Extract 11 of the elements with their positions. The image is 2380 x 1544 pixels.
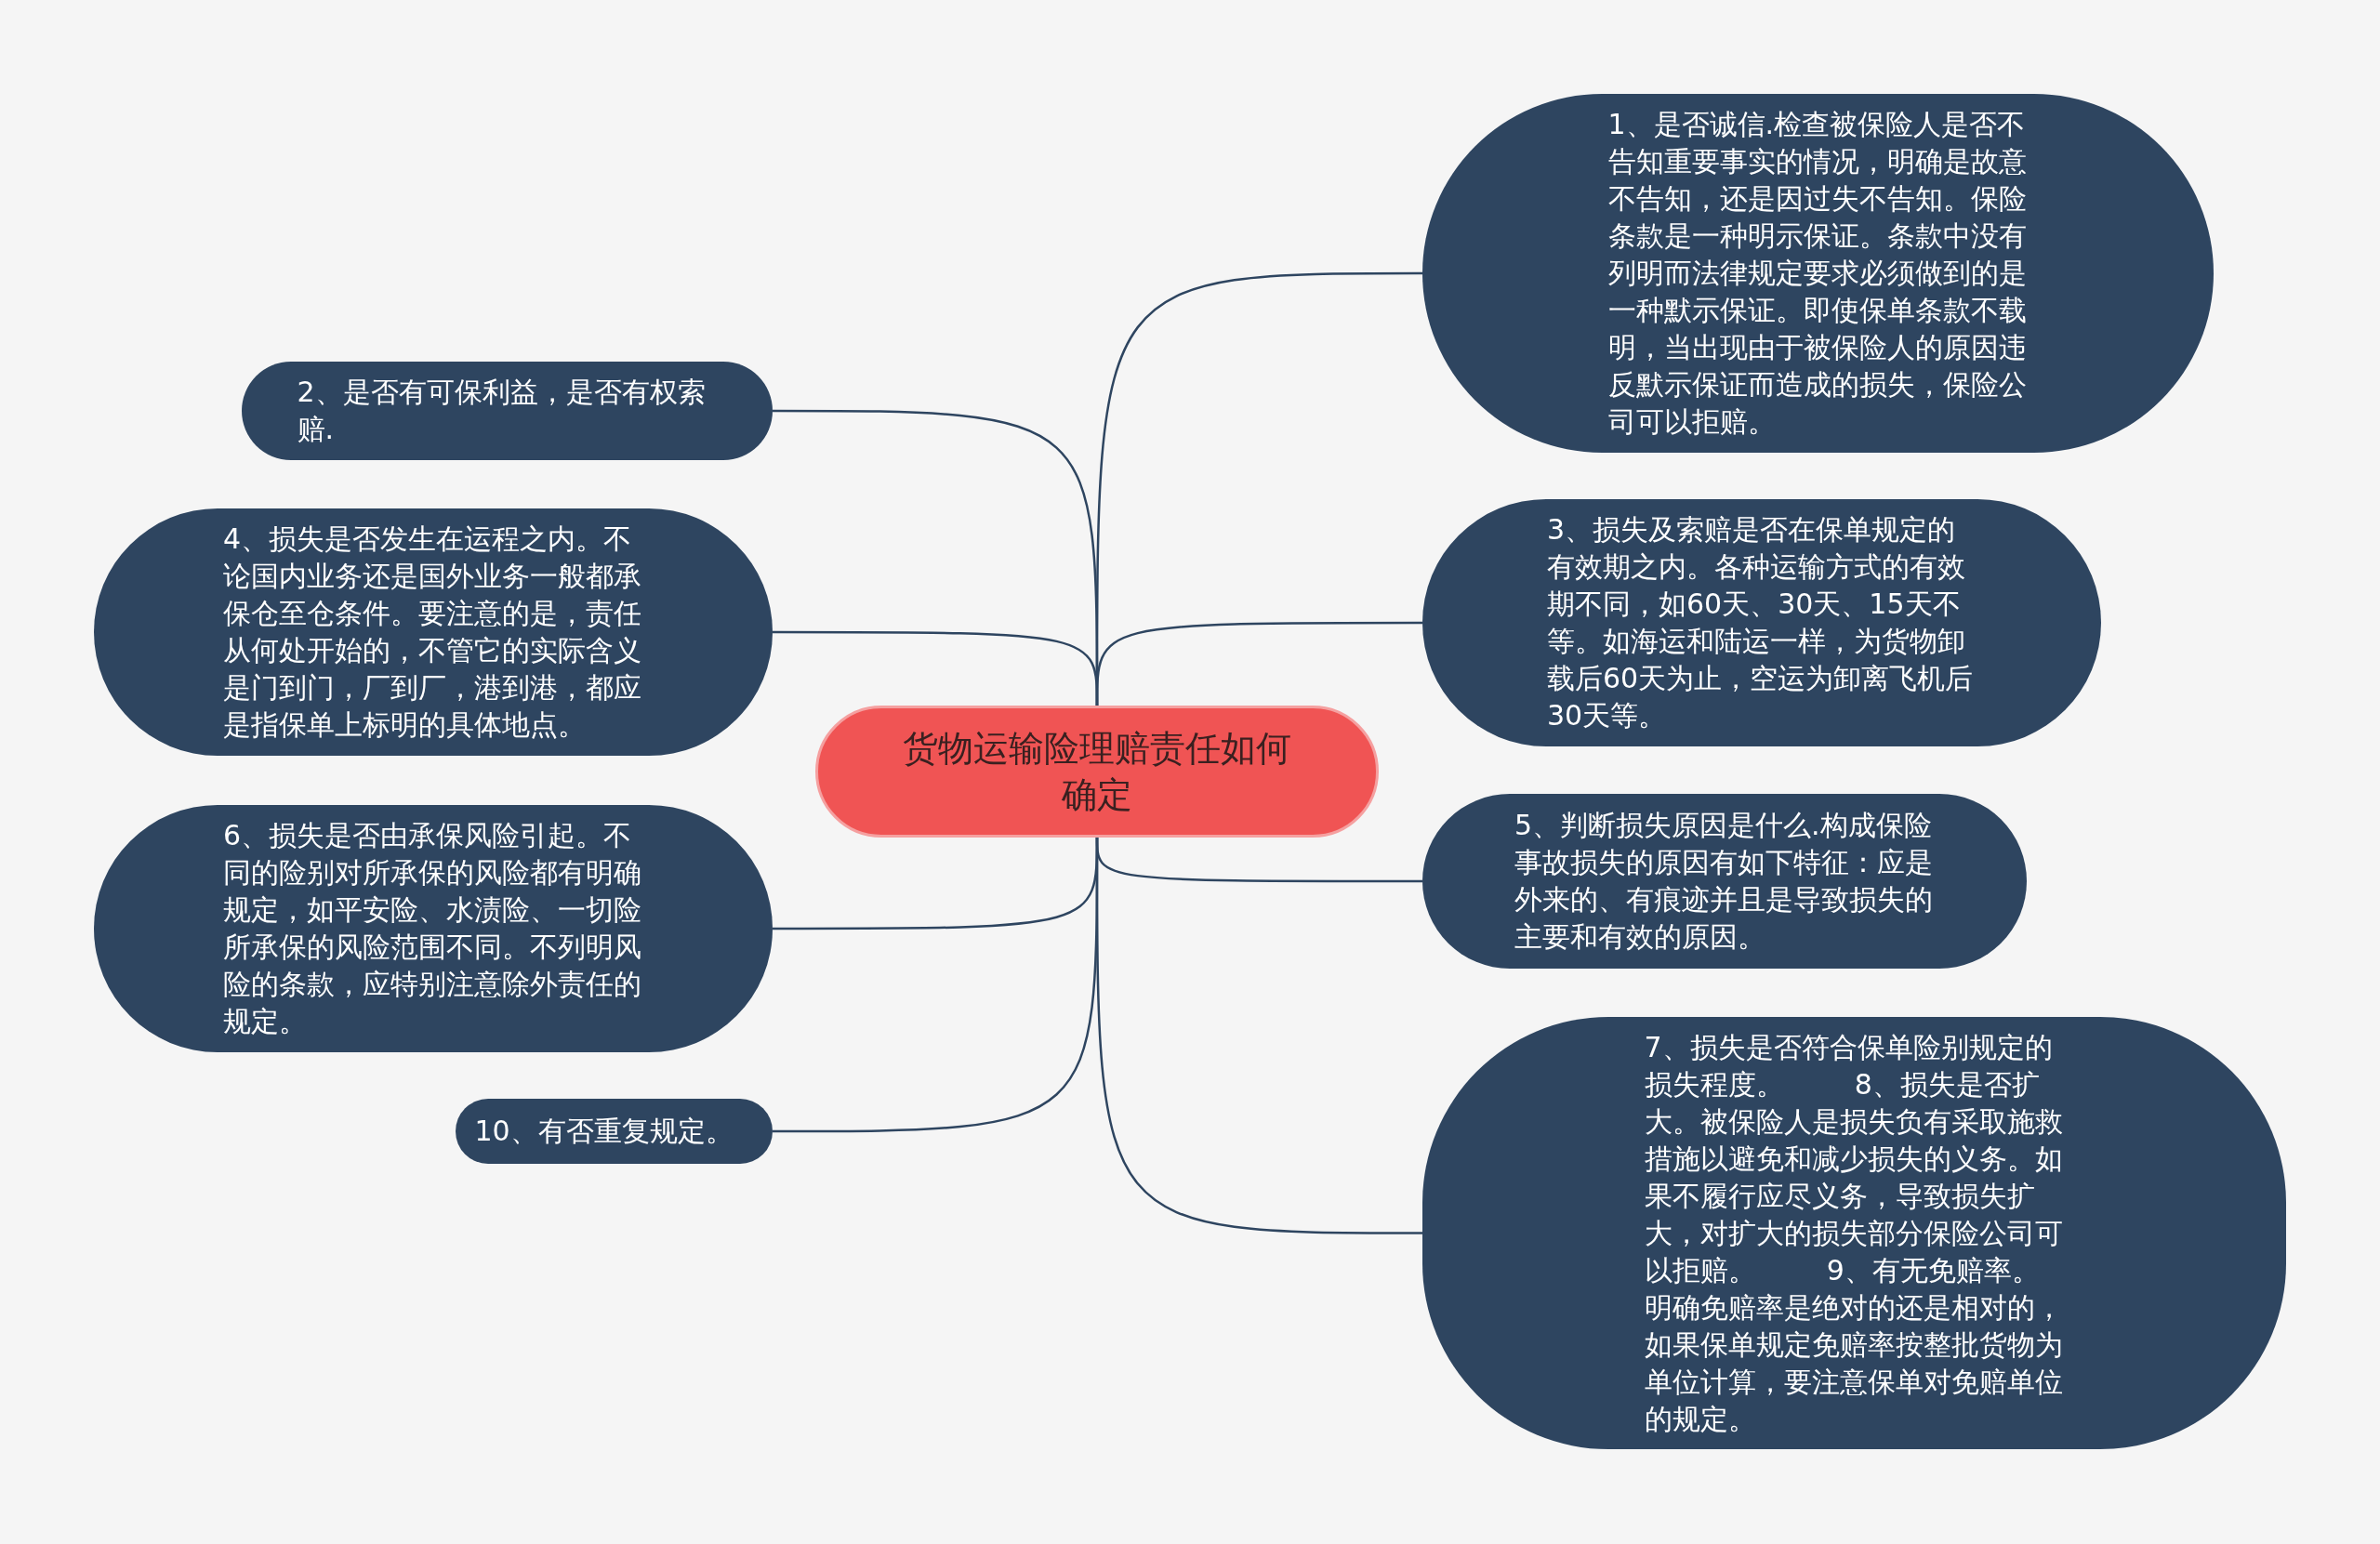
connector-line — [773, 630, 1099, 706]
topic-bubble: 5、判断损失原因是什么.构成保险事故损失的原因有如下特征：应是外来的、有痕迹并且是导致损失的主要和有效的原因。 — [1422, 794, 2027, 969]
topic-bubble: 4、损失是否发生在运程之内。不论国内业务还是国外业务一般都承保仓至仓条件。要注意的是，责任从何处开始的，不管它的实际含义是门到门，厂到厂，港到港，都应是指保单上标明的具体地点。 — [94, 508, 773, 756]
topic-bubble: 2、是否有可保利益，是否有权索赔. — [242, 362, 773, 460]
topic-bubble: 6、损失是否由承保风险引起。不同的险别对所承保的风险都有明确规定，如平安险、水渍险、一切险所承保的风险范围不同。不列明风险的条款，应特别注意除外责任的规定。 — [94, 805, 773, 1052]
topic-bubble: 7、损失是否符合保单险别规定的损失程度。 8、损失是否扩大。被保险人是损失负有采取施救措施以避免和减少损失的义务。如果不履行应尽义务，导致损失扩大，对扩大的损失部分保险公司可以拒赔。 9、有无免赔率。明确免赔率是绝对的还是相对的，如果保单规定免赔率按整批货物为单位计算，要注意保单对免赔单位的规定。 — [1422, 1017, 2286, 1449]
topic-bubble: 10、有否重复规定。 — [456, 1099, 773, 1164]
topic-bubble: 3、损失及索赔是否在保单规定的有效期之内。各种运输方式的有效期不同，如60天、30天、15天不等。如海运和陆运一样，为货物卸载后60天为止，空运为卸离飞机后30天等。 — [1422, 499, 2101, 746]
topic-bubble: 1、是否诚信.检查被保险人是否不告知重要事实的情况，明确是故意不告知，还是因过失不告知。保险条款是一种明示保证。条款中没有列明而法律规定要求必须做到的是一种默示保证。即使保单条款不载明，当出现由于被保险人的原因违反默示保证而造成的损失，保险公司可以拒赔。 — [1422, 94, 2214, 453]
central-topic: 货物运输险理赔责任如何确定 — [815, 706, 1379, 838]
connector-line — [773, 838, 1099, 1133]
